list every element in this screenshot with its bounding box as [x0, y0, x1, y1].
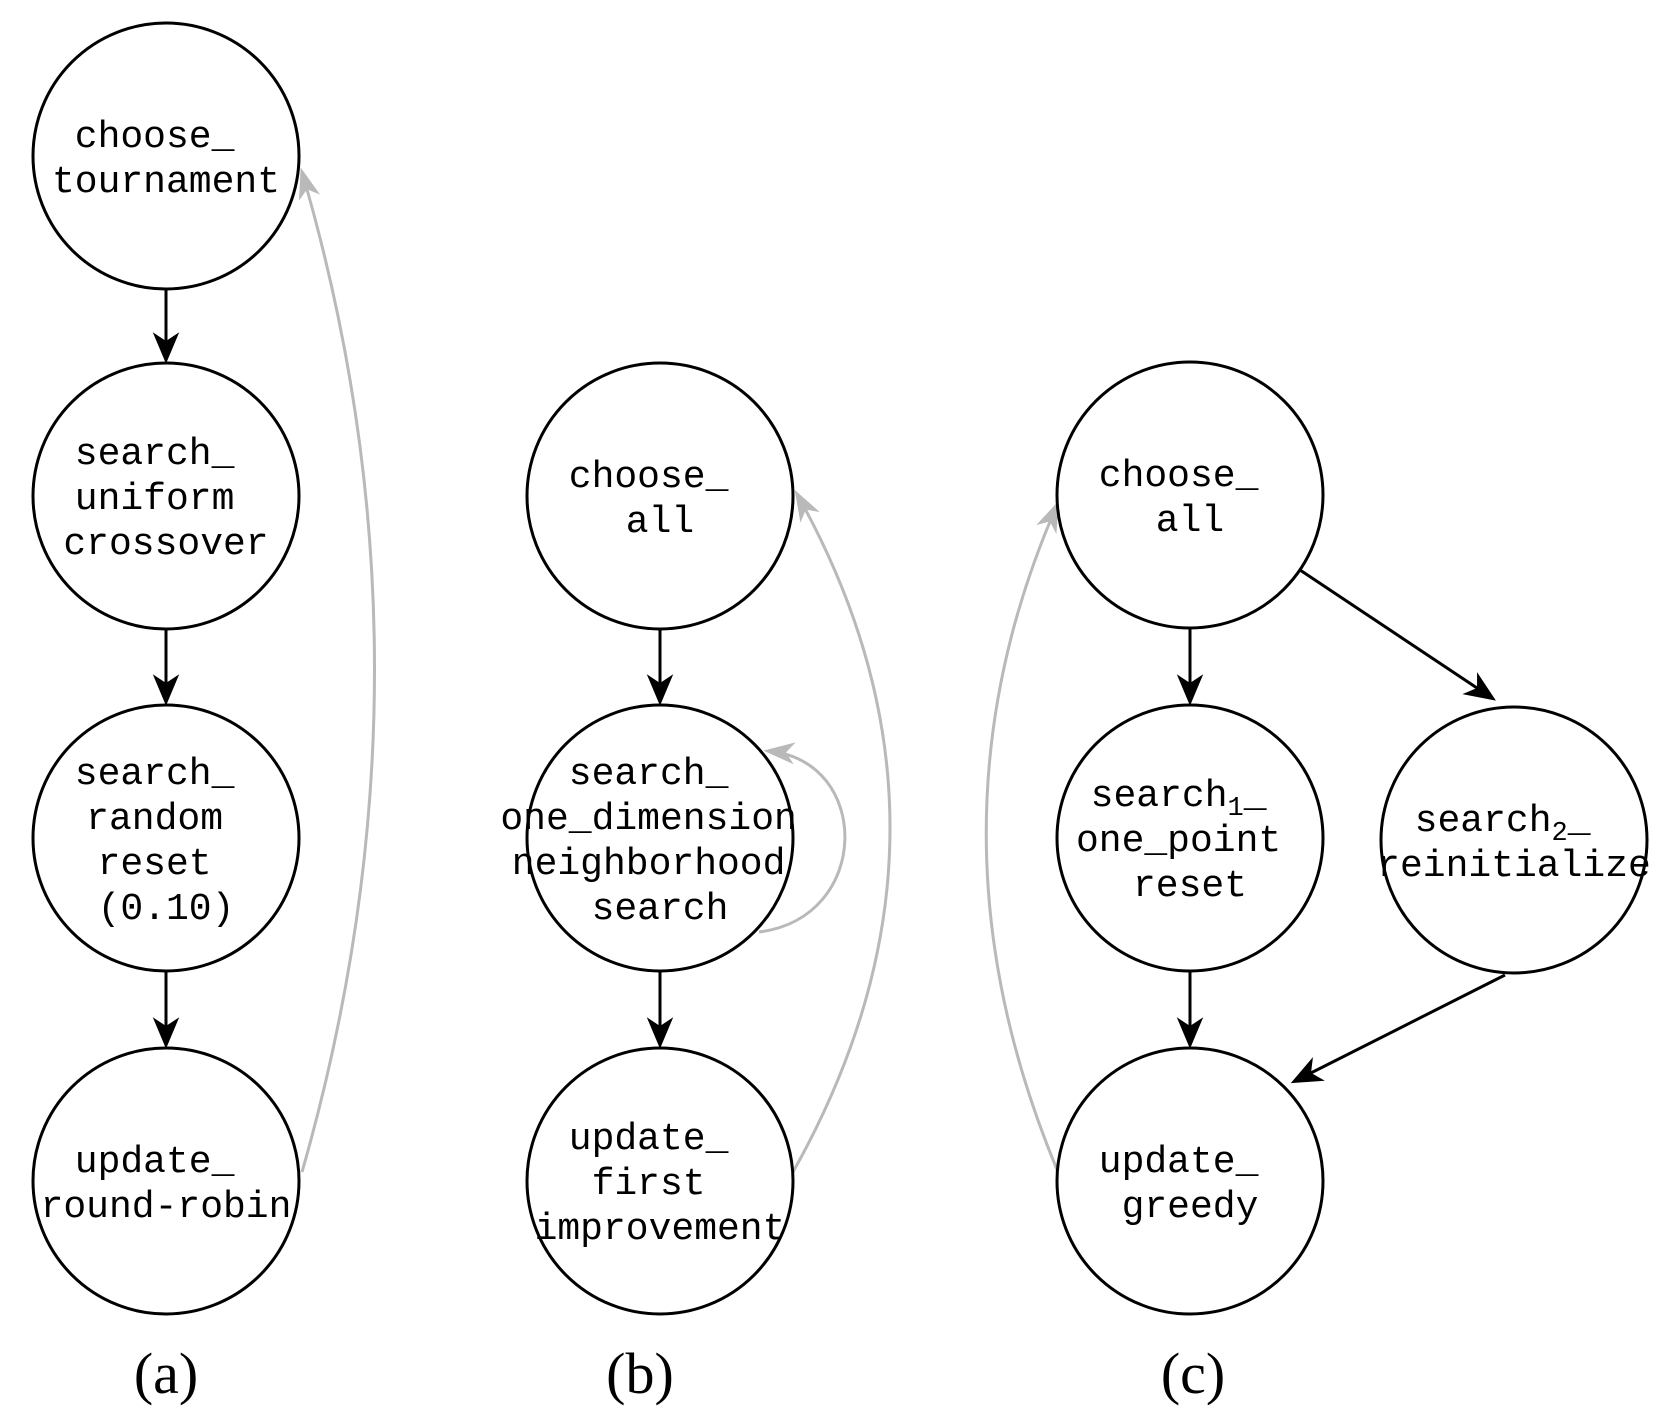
edge-update-first-improvement-to-choose-all: [791, 489, 892, 1173]
panel-b: choose_ all search_ one_dimension neighb…: [500, 361, 892, 1406]
node-choose-all-b: [525, 361, 795, 631]
node-search1-one-point-reset-label: search1_ one_point reset: [1076, 775, 1304, 908]
panel-c-caption: (c): [1161, 1341, 1225, 1406]
edge-update-greedy-to-choose-all: [984, 500, 1060, 1173]
node-update-first-improvement: [525, 1046, 795, 1316]
node-update-round-robin-label: update_ round-robin: [41, 1141, 292, 1229]
panel-a-caption: (a): [134, 1341, 198, 1406]
node-update-first-improvement-label: update_ first improvement: [535, 1118, 786, 1251]
panel-a: choose_ tournament search_ uniform cross…: [31, 21, 376, 1406]
panel-b-caption: (b): [606, 1341, 674, 1406]
node-choose-all-c-label: choose_ all: [1099, 455, 1281, 543]
edge-update-round-robin-to-choose-tournament: [298, 167, 376, 1173]
node-search-one-dimension: [525, 703, 795, 973]
node-search2-reinitialize-label: search2_ reinitialize: [1377, 800, 1651, 888]
node-choose-tournament-label: choose_ tournament: [52, 116, 280, 204]
node-search-uniform-crossover-label: search_ uniform crossover: [63, 433, 268, 566]
node-update-round-robin: [31, 1046, 301, 1316]
node-search-one-dimension-label: search_ one_dimension neighborhood searc…: [500, 753, 819, 931]
node-search2-reinitialize: [1379, 705, 1649, 975]
node-update-greedy-label: update_ greedy: [1099, 1141, 1281, 1229]
edge-choose-all-to-search2: [1299, 568, 1496, 701]
node-update-greedy: [1055, 1046, 1325, 1316]
node-choose-all-c: [1055, 360, 1325, 630]
node-choose-all-b-label: choose_ all: [569, 456, 751, 544]
node-search-uniform-crossover: [31, 361, 301, 631]
edge-search2-to-update-greedy: [1290, 973, 1506, 1084]
node-search1-one-point-reset: [1055, 703, 1325, 973]
edge-search-one-dimension-self-loop: [758, 742, 847, 934]
panel-c: choose_ all search1_ one_point reset sea…: [984, 360, 1651, 1406]
node-choose-tournament: [31, 21, 301, 291]
node-search-random-reset-label: search_ random reset (0.10): [75, 753, 257, 931]
node-search-random-reset: [31, 703, 301, 973]
